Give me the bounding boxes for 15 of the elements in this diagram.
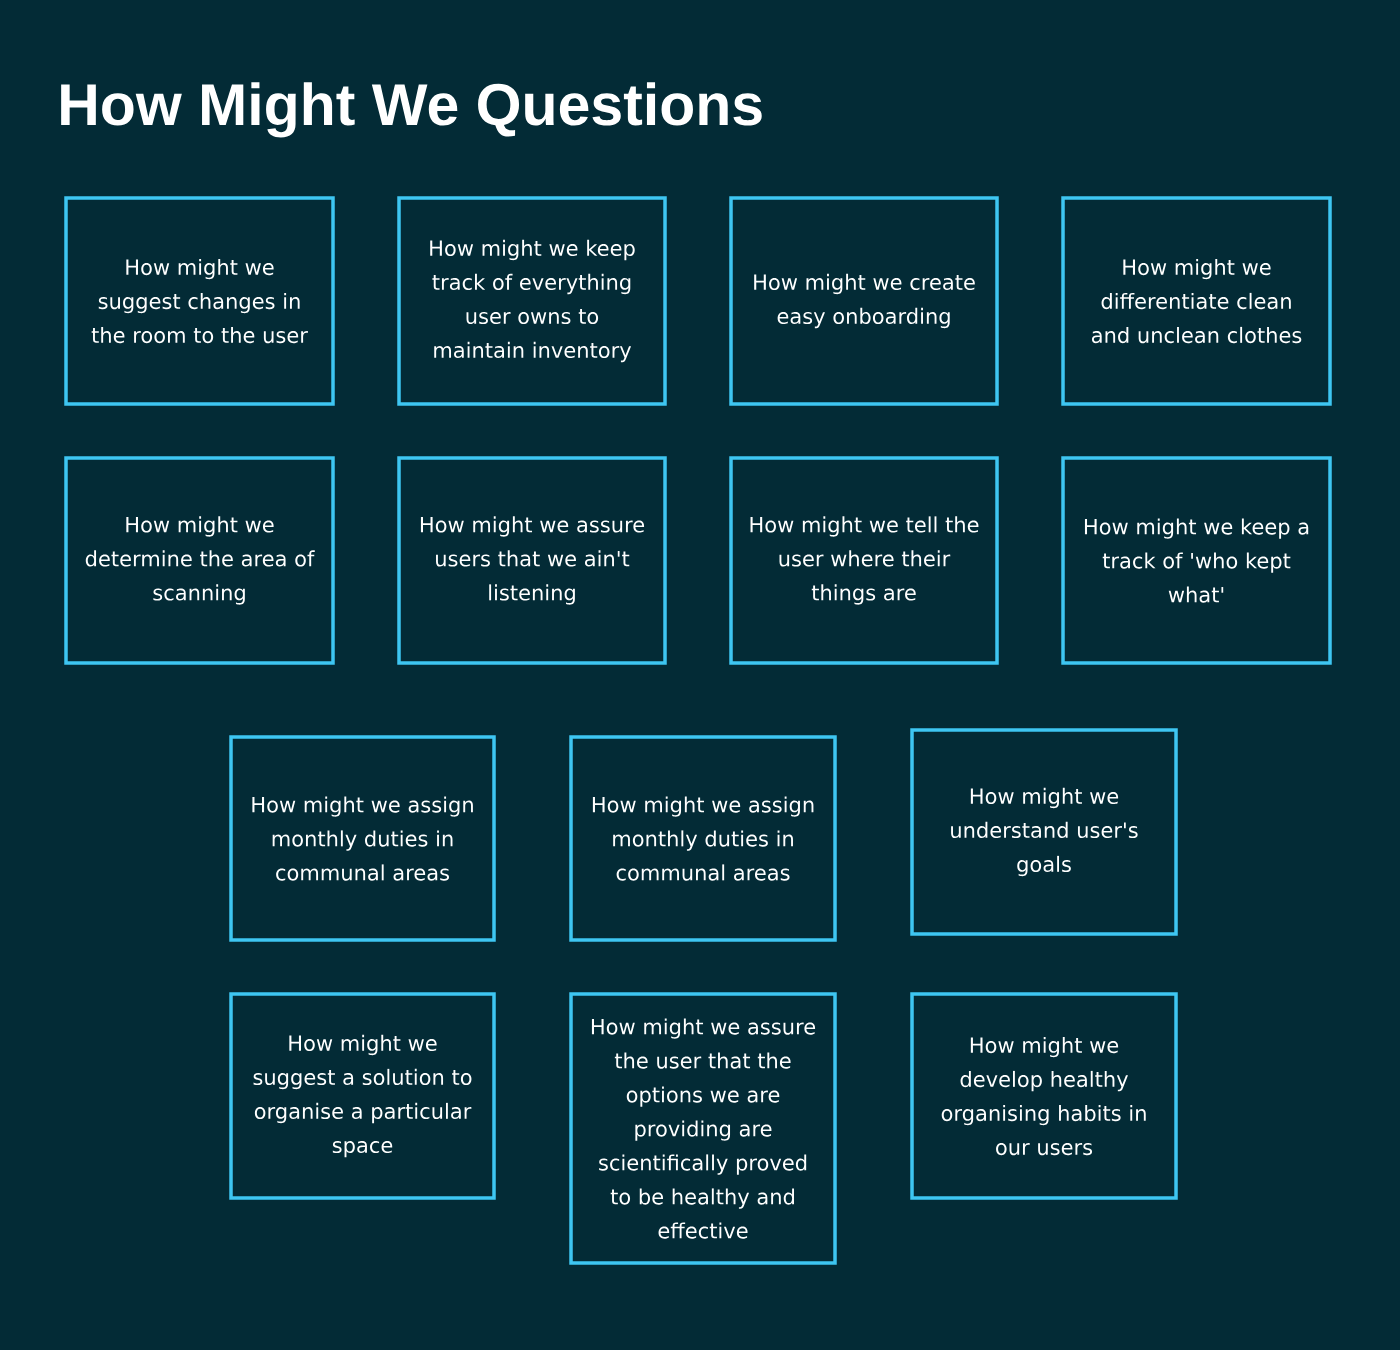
question-box: How might we differentiate clean and unclean clothes: [1061, 196, 1332, 406]
question-box: How might we keep a track of 'who kept what': [1061, 456, 1332, 665]
question-box: How might we assure users that we ain't listening: [397, 456, 667, 665]
question-box: How might we create easy onboarding: [729, 196, 999, 406]
question-box: How might we suggest a solution to organise a particular space: [229, 992, 496, 1200]
question-box: How might we develop healthy organising habits in our users: [910, 992, 1178, 1200]
question-box: How might we keep track of everything user owns to maintain inventory: [397, 196, 667, 406]
question-box: How might we understand user's goals: [910, 728, 1178, 936]
question-box: How might we determine the area of scanning: [64, 456, 335, 665]
question-box: How might we assure the user that the options we are providing are scientifically proved to be healthy and effective: [569, 992, 837, 1265]
title: How Might We Questions: [61, 82, 762, 138]
question-box: How might we suggest changes in the room to the user: [64, 196, 335, 406]
question-box: How might we assign monthly duties in communal areas: [569, 735, 837, 942]
question-box: How might we assign monthly duties in communal areas: [229, 735, 496, 942]
question-box: How might we tell the user where their things are: [729, 456, 999, 665]
